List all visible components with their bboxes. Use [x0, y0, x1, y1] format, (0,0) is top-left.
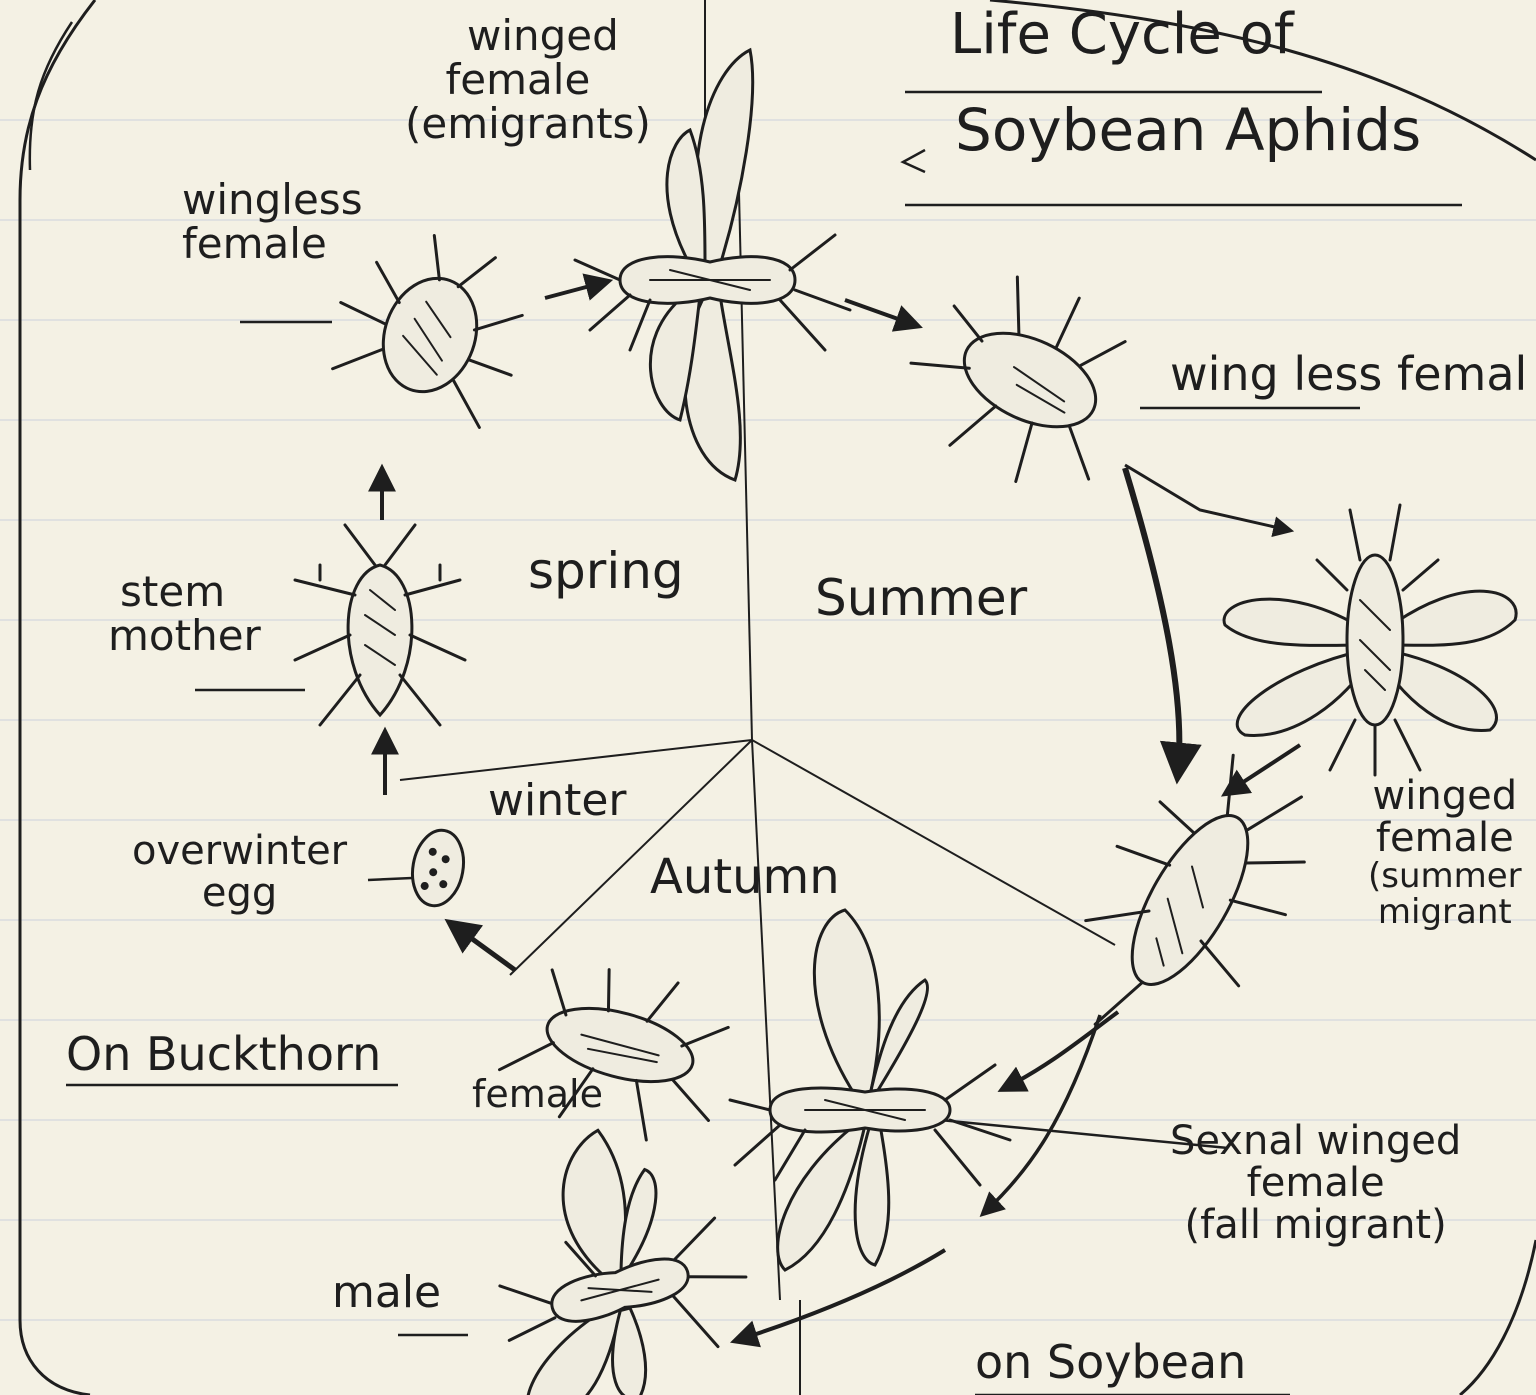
- label-sexual-winged-female-line3: (fall migrant): [1184, 1202, 1447, 1248]
- aphid-wingless-female-soybean: [909, 275, 1127, 483]
- title-line-1: Life Cycle of: [950, 2, 1294, 67]
- label-sexual-winged-female-line1: Sexnal winged: [1170, 1118, 1462, 1164]
- season-spring: spring: [528, 545, 684, 598]
- label-stem-mother-line2: mother: [108, 611, 261, 661]
- label-sexual-winged-female-line2: female: [1246, 1160, 1385, 1206]
- arrow-to-emigrant: [544, 273, 614, 301]
- aphid-wingless-female-buckthorn: [331, 233, 524, 429]
- season-summer: Summer: [815, 572, 1027, 625]
- host-buckthorn: On Buckthorn: [66, 1030, 381, 1078]
- title-line-2: Soybean Aphids: [955, 96, 1422, 164]
- inner-border: [28, 21, 74, 171]
- label-winged-summer-migrant-line1: winged: [1372, 773, 1518, 819]
- label-female: female: [472, 1072, 603, 1116]
- season-dividers: [399, 149, 1116, 1301]
- label-male-text: male: [332, 1267, 442, 1318]
- label-overwinter-egg-line2: egg: [201, 870, 278, 916]
- label-wingless-female-soybean: wing less femal: [1170, 350, 1527, 398]
- label-wingless-female-buckthorn-line2: female: [182, 219, 327, 269]
- season-winter: winter: [488, 775, 627, 826]
- season-summer-text: Summer: [815, 569, 1028, 627]
- aphid-female-buckthorn: [498, 968, 730, 1142]
- overwinter-egg-icon: [411, 828, 465, 908]
- label-stem-mother: stem mother: [108, 567, 261, 661]
- label-winged-emigrant-line3: (emigrants): [405, 99, 651, 149]
- aphid-winged-summer-migrant: [1222, 503, 1518, 777]
- arrow-to-soybean-wingless: [844, 298, 923, 332]
- arrow-migrant-to-female: [1220, 743, 1302, 797]
- label-winged-summer-migrant: winged female (summer migrant: [1368, 775, 1522, 930]
- aphid-stem-mother: [293, 523, 467, 727]
- title-underlines: [900, 90, 1462, 207]
- host-soybean-text: on Soybean: [975, 1335, 1247, 1389]
- arrow-female-to-egg: [444, 918, 517, 973]
- label-wingless-female-buckthorn: wingless female: [182, 175, 363, 269]
- diagram-title: Life Cycle of: [950, 5, 1294, 65]
- season-winter-text: winter: [488, 775, 627, 826]
- arrow-to-sexual-female: [997, 1010, 1120, 1092]
- notebook-rule-lines: [0, 119, 1536, 1321]
- label-winged-emigrant-line1: winged: [467, 11, 619, 60]
- aphid-male: [498, 1128, 748, 1395]
- outer-border-right: [989, 0, 1536, 162]
- season-spring-text: spring: [528, 542, 684, 600]
- label-winged-emigrant: winged female (emigrants): [385, 11, 651, 149]
- label-winged-summer-migrant-line3: (summer: [1368, 856, 1522, 896]
- label-wingless-female-buckthorn-line1: wingless: [182, 175, 363, 224]
- label-winged-summer-migrant-line2: female: [1375, 815, 1514, 861]
- season-autumn: Autumn: [650, 852, 840, 902]
- arrow-to-male: [979, 1014, 1102, 1218]
- arrow-to-summer-migrant: [1124, 463, 1295, 537]
- label-overwinter-egg-line1: overwinter: [132, 828, 348, 874]
- lifecycle-arrows: [368, 273, 1302, 1348]
- season-autumn-text: Autumn: [650, 849, 840, 905]
- label-overwinter-egg: overwinter egg: [132, 830, 347, 914]
- label-female-text: female: [472, 1072, 603, 1116]
- diagram-subtitle: Soybean Aphids: [955, 100, 1421, 161]
- host-soybean: on Soybean: [975, 1338, 1246, 1386]
- aphid-winged-emigrant: [573, 47, 852, 482]
- host-buckthorn-text: On Buckthorn: [66, 1027, 382, 1081]
- label-male: male: [332, 1267, 442, 1318]
- label-leaders: [66, 320, 1360, 1395]
- label-sexual-winged-female: Sexnal winged female (fall migrant): [1170, 1120, 1461, 1246]
- label-winged-summer-migrant-line4: migrant: [1377, 891, 1512, 932]
- aphid-sexual-winged-female: [728, 908, 1012, 1272]
- label-wingless-female-soybean-text: wing less femal: [1170, 347, 1528, 401]
- label-stem-mother-line1: stem: [120, 567, 226, 616]
- outer-border: [18, 0, 97, 1395]
- arrow-down-right: [1122, 467, 1202, 785]
- label-winged-emigrant-line2: female: [445, 55, 591, 105]
- aphid-soybean-female: [1084, 753, 1306, 1026]
- arrow-soybean-to-male: [730, 1248, 947, 1348]
- border-right-lower: [1459, 1239, 1536, 1395]
